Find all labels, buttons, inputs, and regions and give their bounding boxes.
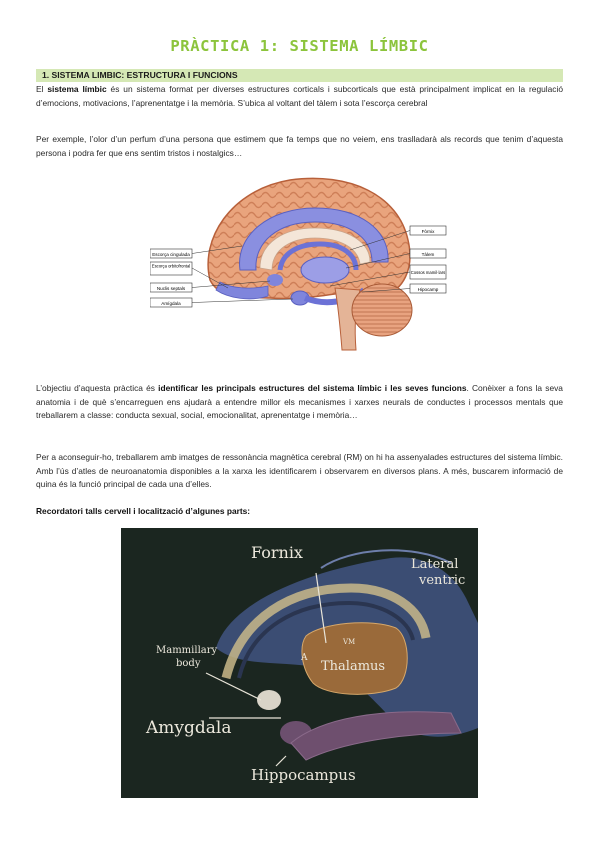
objective-paragraph: L’objectiu d’aquesta pràctica és identif… <box>36 382 563 423</box>
label-amygdala: Amígdala <box>150 297 294 308</box>
label-mammillary: Cossos mamil·lars <box>329 264 447 287</box>
method-paragraph: Per a aconseguir-ho, treballarem amb ima… <box>36 452 563 490</box>
hippocampus-shape <box>290 711 462 761</box>
cingulate-cortex-region <box>239 207 389 271</box>
svg-text:Fòrnix: Fòrnix <box>422 229 435 234</box>
chalk-label-vm: VM <box>342 638 355 646</box>
chalk-label-mammillary-1: Mammillary <box>156 645 218 656</box>
label-hippocampus: Hipocamp <box>361 283 447 294</box>
septal-region <box>267 274 283 286</box>
svg-text:Cossos mamil·lars: Cossos mamil·lars <box>411 270 445 275</box>
mammillary-body-shape <box>257 690 281 710</box>
label-cingulate: Escorça cingulada <box>150 245 243 259</box>
svg-text:Nuclis septals: Nuclis septals <box>157 286 186 291</box>
thalamus-shape <box>301 622 408 695</box>
label-septal: Nuclis septals <box>150 280 271 293</box>
limbic-brain-illustration: Escorça cingulada Escorça orbitofrontal … <box>150 177 447 351</box>
chalkboard-brain-drawing: Fornix Lateral ventric Mammillary body V… <box>121 528 478 798</box>
example-paragraph: Per exemple, l’olor d’un perfum d’una pe… <box>36 134 563 158</box>
chalk-label-amygdala: Amygdala <box>145 718 231 738</box>
label-orbitofrontal: Escorça orbitofrontal <box>150 261 229 289</box>
section-heading-bar: 1. SISTEMA LIMBIC: ESTRUCTURA I FUNCIONS <box>36 69 563 82</box>
fornix-region <box>277 241 359 271</box>
intro-text-1: El <box>36 84 48 94</box>
intro-text-2: és un sistema format per diverses estruc… <box>36 84 563 108</box>
svg-text:Tàlem: Tàlem <box>422 252 435 257</box>
svg-text:Escorça cingulada: Escorça cingulada <box>152 252 190 257</box>
chalk-label-thalamus: Thalamus <box>321 659 385 674</box>
orbitofrontal-region <box>215 281 269 300</box>
page-title: PRÀCTICA 1: SISTEMA LÍMBIC <box>170 37 429 55</box>
objective-text-2: . Conèixer a fons la seva anatomia i de … <box>36 383 563 421</box>
svg-text:Escorça orbitofrontal: Escorça orbitofrontal <box>152 264 190 269</box>
corpus-callosum <box>259 227 371 271</box>
objective-bold: identificar les principals estructures d… <box>158 383 467 393</box>
svg-text:Amígdala: Amígdala <box>161 301 181 306</box>
chalk-label-a: A <box>300 653 308 663</box>
intro-bold-term: sistema límbic <box>47 84 107 94</box>
chalk-label-hippocampus: Hippocampus <box>251 766 356 784</box>
chalk-label-fornix: Fornix <box>251 543 303 562</box>
chalk-label-lateral: Lateral <box>411 557 458 572</box>
thalamus-region <box>300 256 350 284</box>
label-fornix: Fòrnix <box>349 225 447 251</box>
section-heading: 1. SISTEMA LIMBIC: ESTRUCTURA I FUNCIONS <box>42 70 238 80</box>
intro-paragraph: El sistema límbic és un sistema format p… <box>36 83 563 110</box>
chalk-label-mammillary-2: body <box>176 658 201 669</box>
fornix-arc <box>221 583 431 680</box>
label-thalamus: Tàlem <box>345 248 447 269</box>
svg-text:Hipocamp: Hipocamp <box>418 287 439 292</box>
chalk-label-ventric: ventric <box>418 573 465 588</box>
objective-text-1: L’objectiu d’aquesta pràctica és <box>36 383 159 393</box>
reminder-heading: Recordatori talls cervell i localització… <box>36 506 251 516</box>
